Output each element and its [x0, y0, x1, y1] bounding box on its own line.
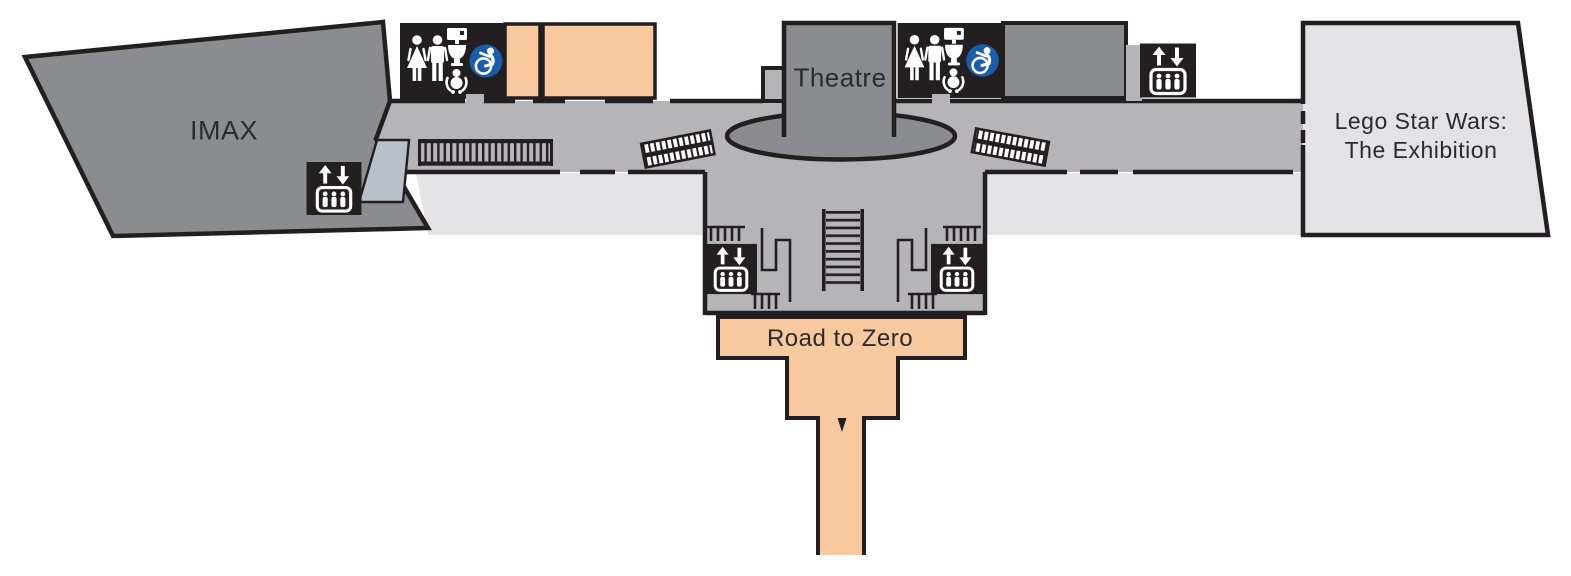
stairs-icon [822, 209, 864, 291]
lift-lobby-sliver [1126, 45, 1142, 101]
toilets-baby-accessible-icons-left [400, 22, 505, 100]
queue-lines-right [896, 225, 981, 309]
toilets-baby-accessible-icons-center [897, 23, 1002, 98]
theatre-block [781, 20, 897, 137]
door-opening [466, 94, 484, 103]
lift-icon-east [1140, 44, 1196, 98]
road-to-zero-label: Road to Zero [766, 325, 914, 352]
lift-icon-central-right [931, 243, 983, 295]
room-orange-large [541, 22, 657, 100]
theatre-area [724, 20, 958, 162]
moving-walkway-icon [418, 139, 553, 166]
lift-icon-central-left [705, 243, 757, 295]
corridor-walls [390, 98, 1303, 316]
road-to-zero-area [716, 315, 967, 555]
corridor-area [376, 101, 1303, 315]
theatre-lobby-notch [761, 66, 786, 103]
imax-label: IMAX [189, 115, 259, 146]
imax-link-ramp [357, 138, 411, 204]
lego-exhibition-label: Lego Star Wars: The Exhibition [1335, 107, 1508, 165]
lego-exhibition-label-line2: The Exhibition [1344, 137, 1498, 163]
escalator-icon-right [970, 126, 1051, 168]
escalator-icon-left [639, 129, 716, 170]
room-orange-small [503, 22, 542, 100]
queue-lines-left [707, 225, 792, 309]
door-opening [932, 94, 950, 102]
room-dark-gray [1001, 21, 1128, 100]
lift-icon-imax [307, 162, 362, 215]
direction-arrow-icon [837, 418, 847, 432]
lego-exhibition-area [1300, 20, 1551, 238]
theatre-label: Theatre [793, 62, 887, 93]
lego-exhibition-label-line1: Lego Star Wars: [1334, 108, 1508, 134]
